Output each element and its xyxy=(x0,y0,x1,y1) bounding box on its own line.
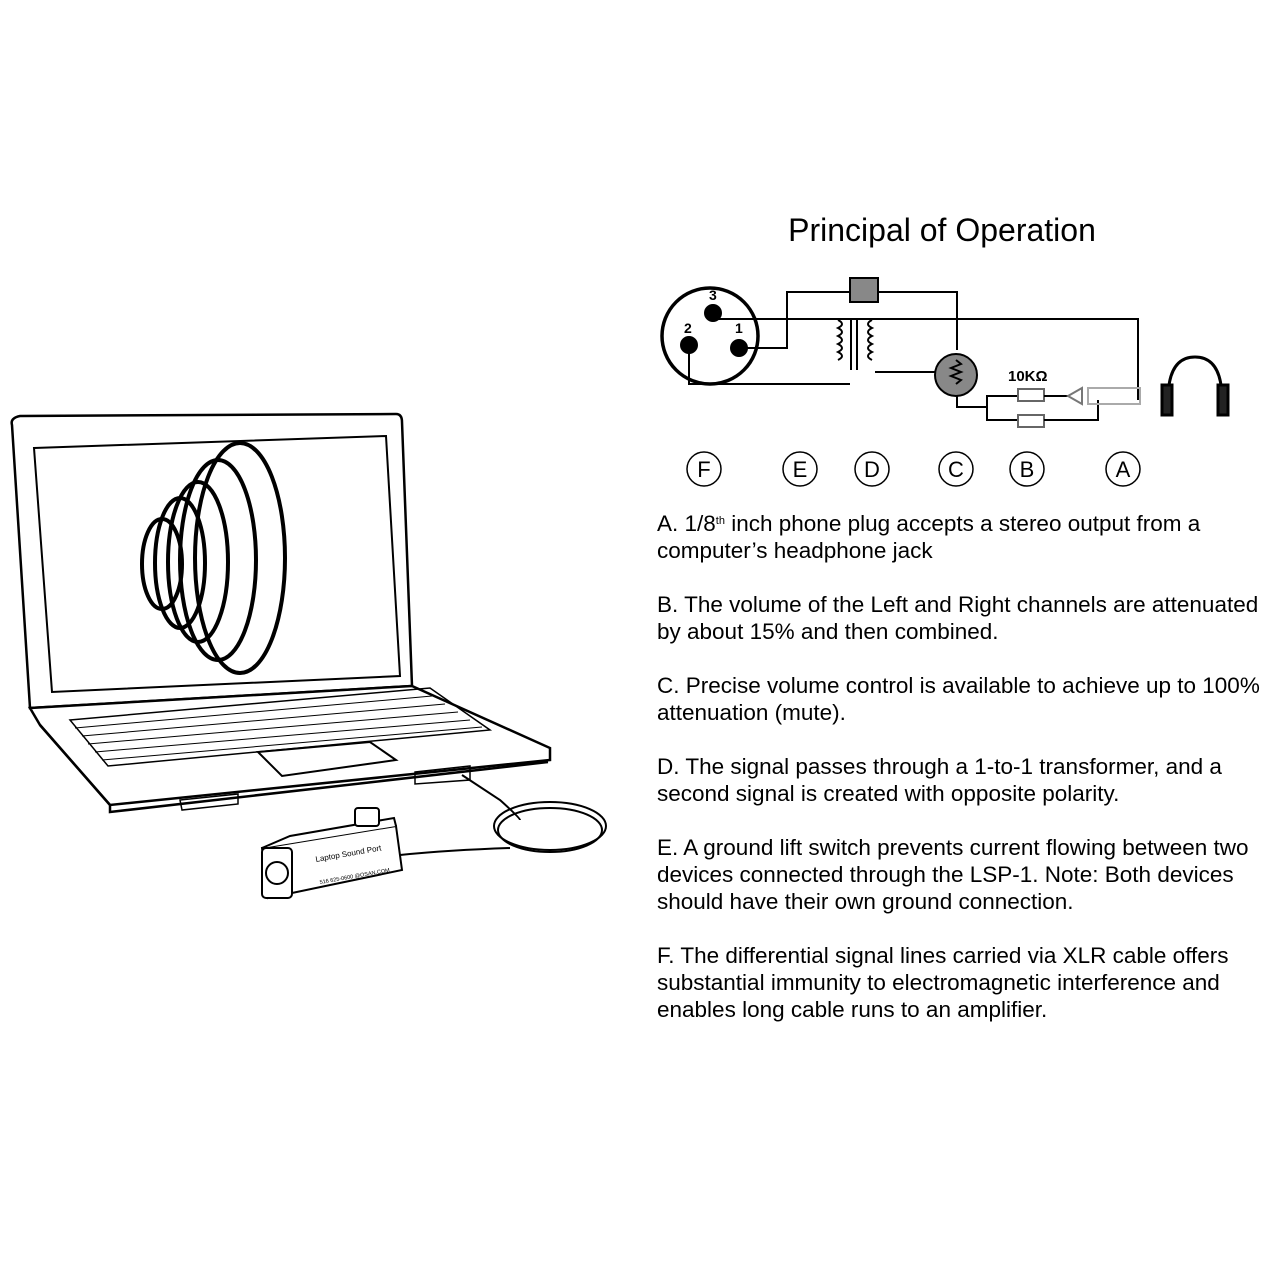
resistor-label: 10KΩ xyxy=(1008,368,1048,385)
pin-1-label: 1 xyxy=(735,320,743,336)
description-a-prefix: A. 1/8 xyxy=(657,511,716,536)
description-c: C. Precise volume control is available t… xyxy=(657,673,1260,725)
description-b: B. The volume of the Left and Right chan… xyxy=(657,592,1259,644)
pin-2-label: 2 xyxy=(684,320,692,336)
marker-b: B xyxy=(1020,457,1035,482)
transformer-icon xyxy=(835,318,875,370)
description-f: F. The differential signal lines carried… xyxy=(657,943,1229,1022)
description-e: E. A ground lift switch prevents current… xyxy=(657,835,1249,914)
marker-c: C xyxy=(948,457,964,482)
circuit-schematic xyxy=(660,277,1141,428)
description-a-rest: inch phone plug accepts a stereo output … xyxy=(657,511,1201,563)
marker-e: E xyxy=(793,457,808,482)
section-markers xyxy=(686,451,1141,487)
description-a: A. 1/8th inch phone plug accepts a stere… xyxy=(657,510,1272,564)
description-a-sup: th xyxy=(715,515,725,527)
descriptions: A. 1/8th inch phone plug accepts a stere… xyxy=(657,510,1272,1050)
laptop-sound-port-device: Laptop Sound Port 516 625-0600 @OSAN.COM xyxy=(260,807,404,900)
marker-f: F xyxy=(697,457,710,482)
speaker-icon xyxy=(140,441,287,675)
description-d: D. The signal passes through a 1-to-1 tr… xyxy=(657,754,1222,806)
headphones-icon xyxy=(1160,355,1230,417)
keyboard-grid xyxy=(74,695,483,761)
schematic-labels: 3 2 1 10KΩ xyxy=(684,287,1048,385)
page-title: Principal of Operation xyxy=(788,212,1096,248)
marker-a: A xyxy=(1116,457,1131,482)
audio-cable xyxy=(399,774,607,856)
marker-d: D xyxy=(864,457,880,482)
pin-3-label: 3 xyxy=(709,287,717,303)
